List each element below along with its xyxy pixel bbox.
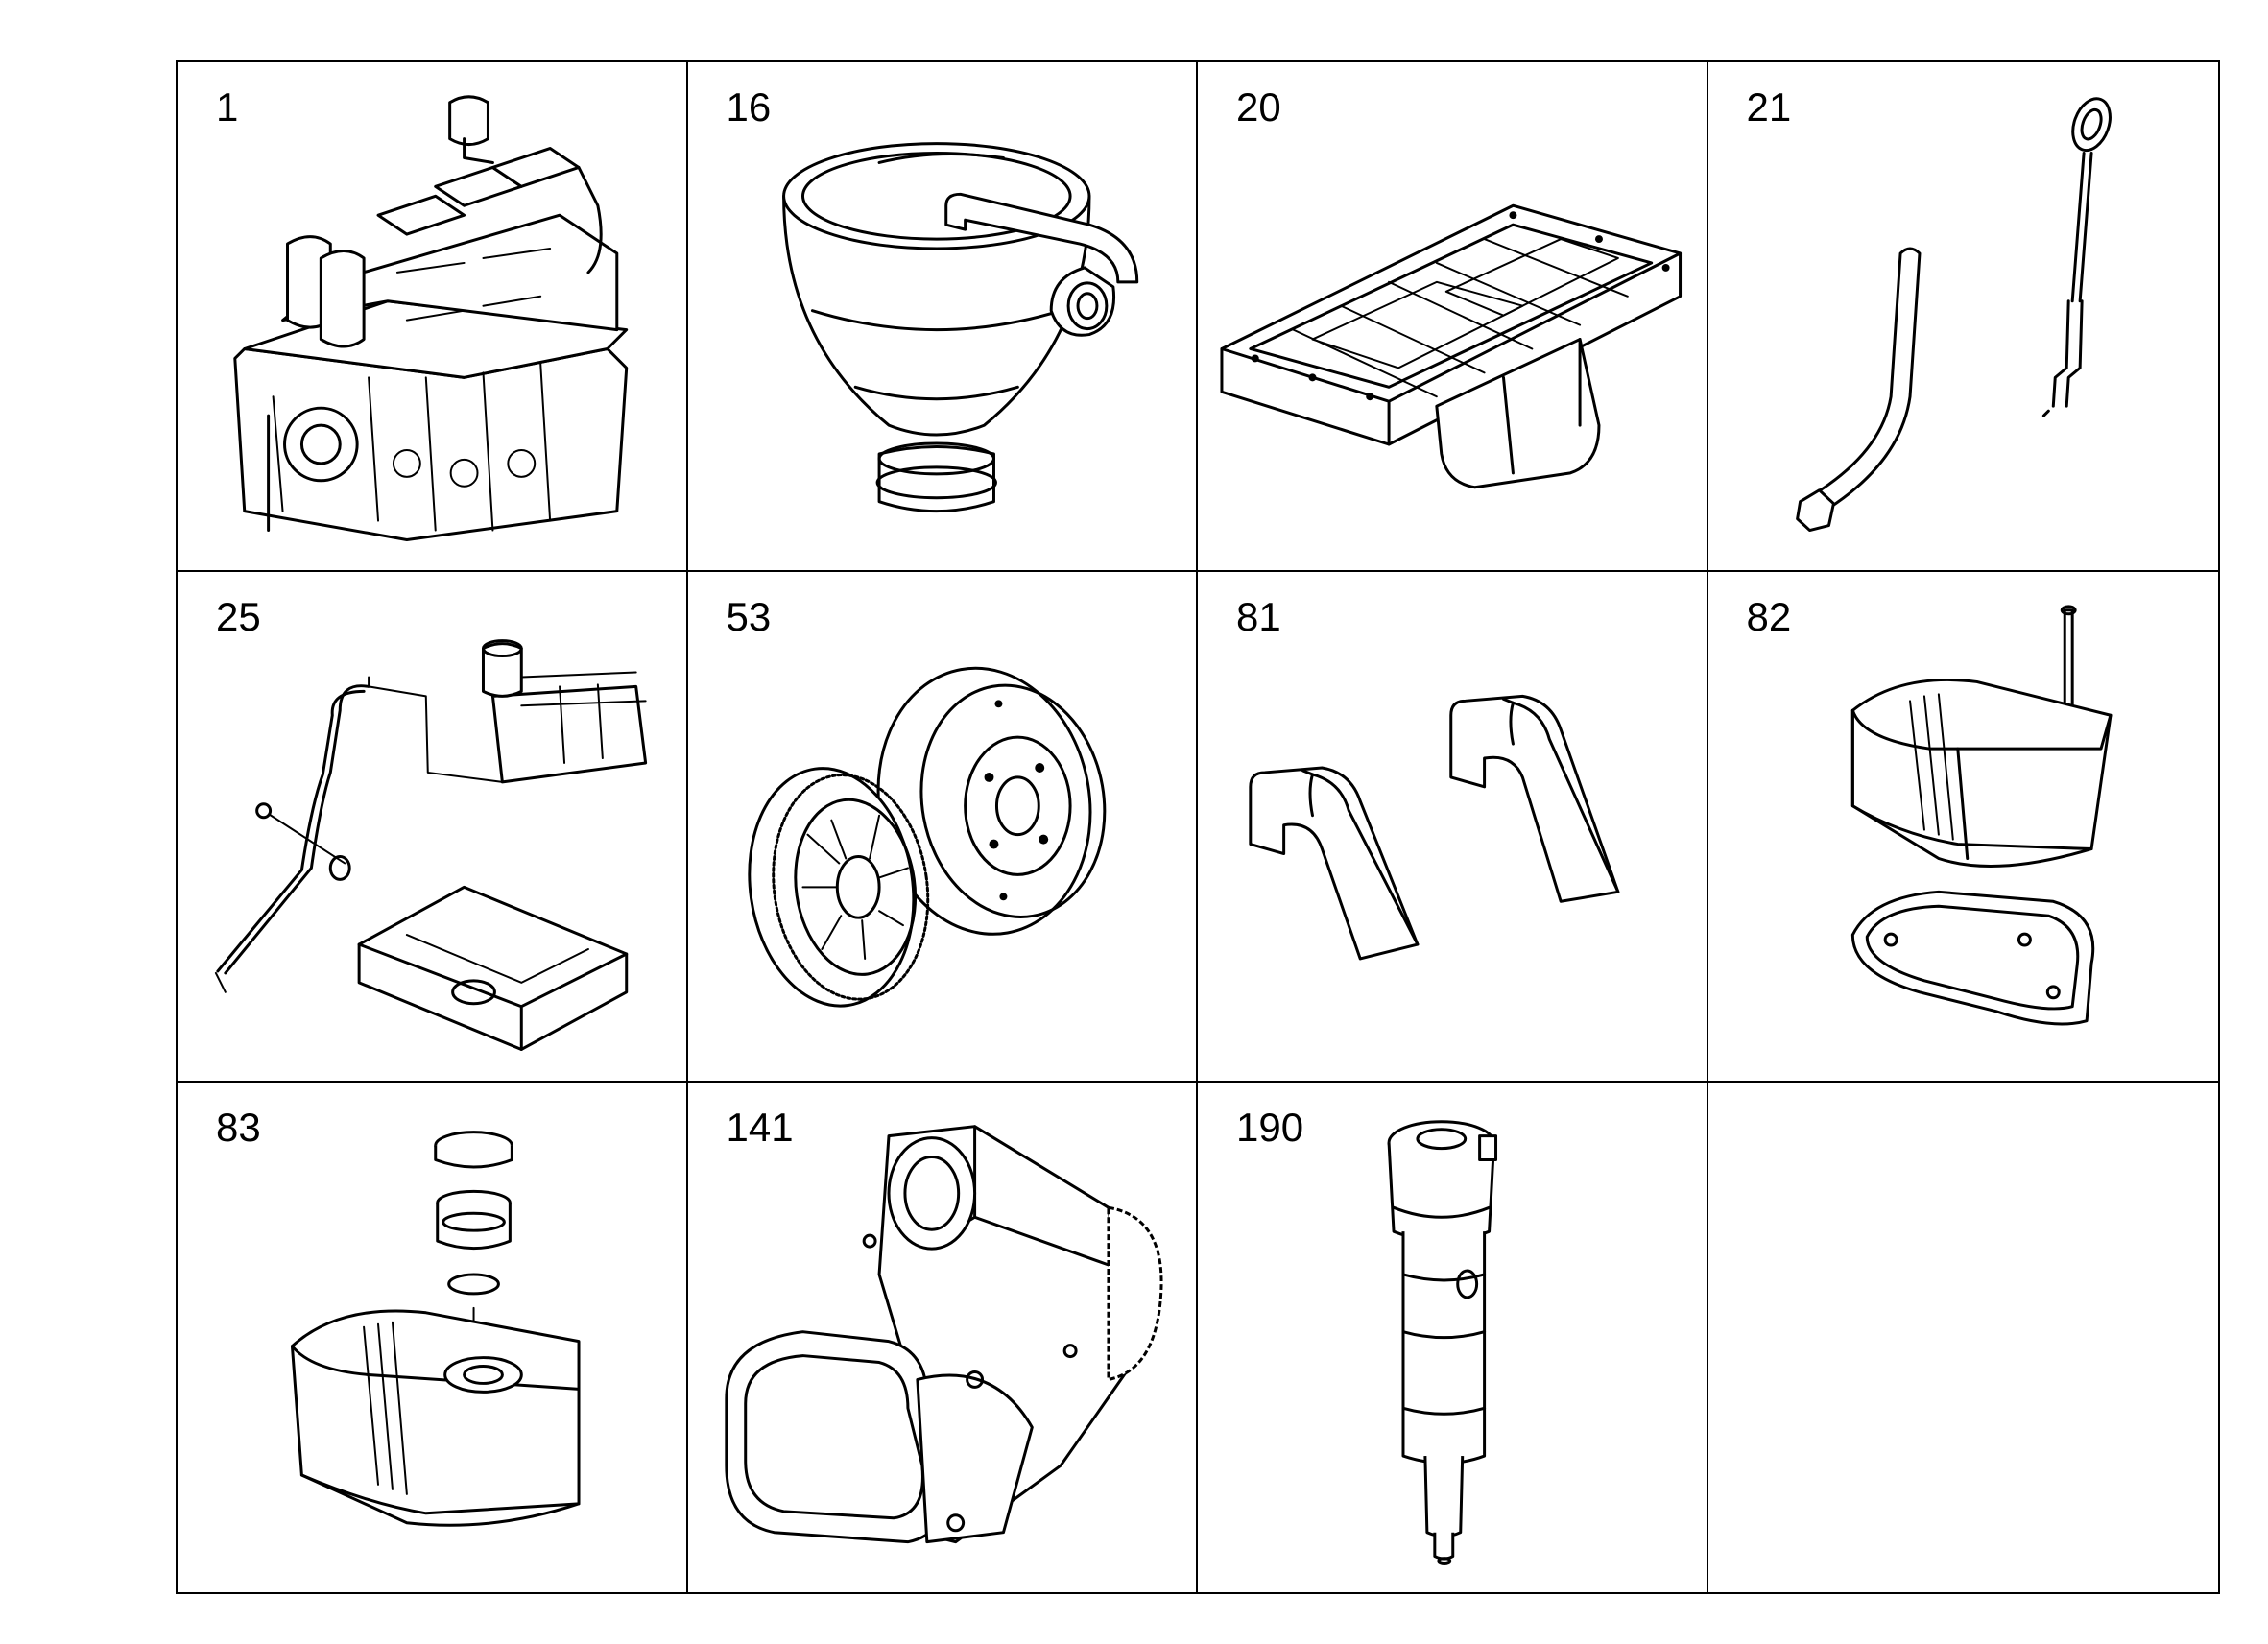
part-cell[interactable]: 1 bbox=[178, 62, 688, 573]
part-number: 141 bbox=[726, 1104, 794, 1150]
valve-cover-filler-cap-icon bbox=[290, 1130, 581, 1527]
part-cell[interactable]: 190 bbox=[1198, 1082, 1708, 1592]
oil-line-assembly-icon bbox=[214, 639, 648, 1052]
part-cell[interactable]: 53 bbox=[687, 572, 1198, 1083]
engine-block-icon bbox=[233, 95, 629, 541]
part-cell[interactable]: 81 bbox=[1198, 572, 1708, 1083]
oil-pan-frame-icon bbox=[1220, 203, 1683, 489]
parts-grid: 1 bbox=[176, 60, 2220, 1594]
dipstick-and-tube-icon bbox=[1795, 97, 2112, 533]
part-cell[interactable]: 141 bbox=[688, 1082, 1198, 1592]
part-number: 20 bbox=[1236, 84, 1281, 130]
oil-pump-housing-icon bbox=[724, 1124, 1163, 1543]
fuel-injector-icon bbox=[1387, 1119, 1498, 1565]
part-number: 82 bbox=[1746, 594, 1792, 640]
part-number: 81 bbox=[1236, 594, 1281, 640]
part-cell[interactable]: 83 bbox=[178, 1082, 688, 1592]
vibration-damper-pulley-icon bbox=[747, 667, 1106, 1008]
part-number: 190 bbox=[1236, 1104, 1304, 1150]
valve-cover-gasket-icon bbox=[1850, 605, 2112, 1026]
part-cell[interactable]: 20 bbox=[1198, 62, 1708, 573]
part-cell[interactable]: 82 bbox=[1707, 572, 2218, 1083]
part-cell[interactable]: 21 bbox=[1707, 62, 2218, 573]
part-number: 16 bbox=[726, 84, 772, 130]
part-number: 83 bbox=[216, 1104, 261, 1150]
part-number: 1 bbox=[216, 84, 239, 130]
bearing-cap-icon bbox=[1249, 695, 1620, 961]
part-number: 21 bbox=[1746, 84, 1792, 130]
part-cell[interactable]: 16 bbox=[687, 62, 1198, 573]
part-number: 25 bbox=[216, 594, 261, 640]
part-number: 53 bbox=[726, 594, 772, 640]
empty-cell bbox=[1708, 1083, 2219, 1592]
part-cell[interactable]: 25 bbox=[178, 572, 688, 1083]
oil-separator-icon bbox=[781, 142, 1138, 513]
